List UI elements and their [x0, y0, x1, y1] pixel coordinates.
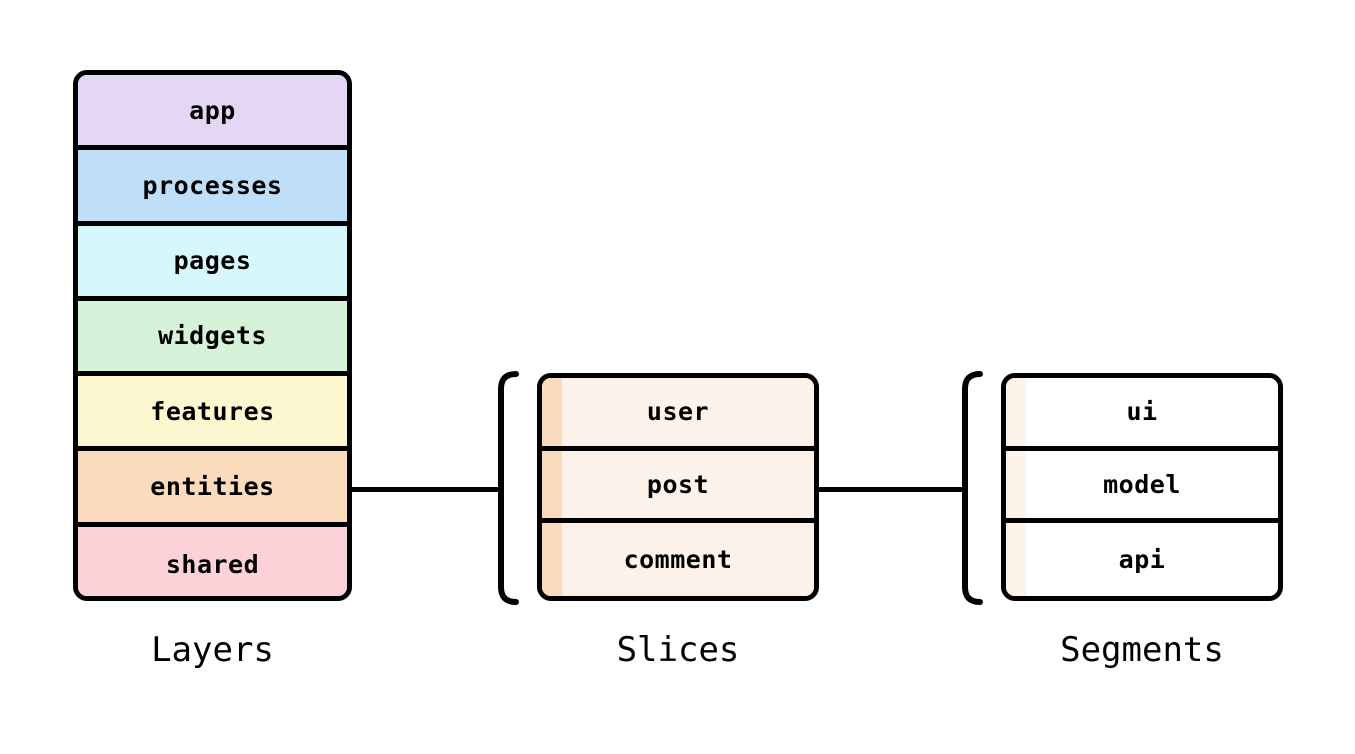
layer-row-shared[interactable]: shared — [78, 526, 347, 596]
layer-row-features[interactable]: features — [78, 376, 347, 452]
slices-bracket-icon — [495, 370, 521, 606]
slice-row-post[interactable]: post — [542, 450, 814, 524]
slice-accent-stripe — [542, 378, 562, 446]
layer-label-features: features — [150, 396, 275, 426]
layer-row-pages[interactable]: pages — [78, 225, 347, 301]
slices-stack: user post comment — [537, 373, 819, 601]
slice-label-user: user — [646, 397, 710, 427]
segment-accent-stripe — [1006, 450, 1026, 519]
segment-label-model: model — [1103, 469, 1181, 499]
slice-row-user[interactable]: user — [542, 378, 814, 451]
layer-row-widgets[interactable]: widgets — [78, 300, 347, 377]
layer-label-app: app — [189, 95, 236, 125]
slice-row-comment[interactable]: comment — [542, 523, 814, 596]
layer-row-processes[interactable]: processes — [78, 150, 347, 226]
slice-label-post: post — [646, 469, 710, 499]
segment-label-api: api — [1118, 544, 1166, 574]
layer-label-entities: entities — [150, 471, 275, 501]
layer-label-pages: pages — [173, 246, 252, 276]
slice-accent-stripe — [542, 450, 562, 519]
layer-label-processes: processes — [142, 170, 283, 200]
segment-row-model[interactable]: model — [1006, 450, 1278, 524]
segment-label-ui: ui — [1126, 397, 1158, 427]
segment-row-api[interactable]: api — [1006, 523, 1278, 596]
caption-slices: Slices — [616, 630, 740, 670]
layer-label-shared: shared — [165, 549, 260, 579]
connector-post-to-segments — [818, 487, 968, 492]
slice-label-comment: comment — [623, 544, 733, 574]
connector-entities-to-slices — [352, 487, 504, 492]
layer-row-entities[interactable]: entities — [78, 451, 347, 527]
caption-segments: Segments — [1060, 630, 1224, 670]
caption-layers: Layers — [151, 630, 274, 670]
segment-accent-stripe — [1006, 378, 1026, 446]
segments-bracket-icon — [959, 370, 985, 606]
segment-accent-stripe — [1006, 523, 1026, 596]
segments-stack: ui model api — [1001, 373, 1283, 601]
slice-accent-stripe — [542, 523, 562, 596]
layers-stack: app processes pages widgets features ent… — [73, 70, 352, 601]
layer-row-app[interactable]: app — [78, 75, 347, 151]
segment-row-ui[interactable]: ui — [1006, 378, 1278, 451]
layer-label-widgets: widgets — [158, 321, 267, 351]
